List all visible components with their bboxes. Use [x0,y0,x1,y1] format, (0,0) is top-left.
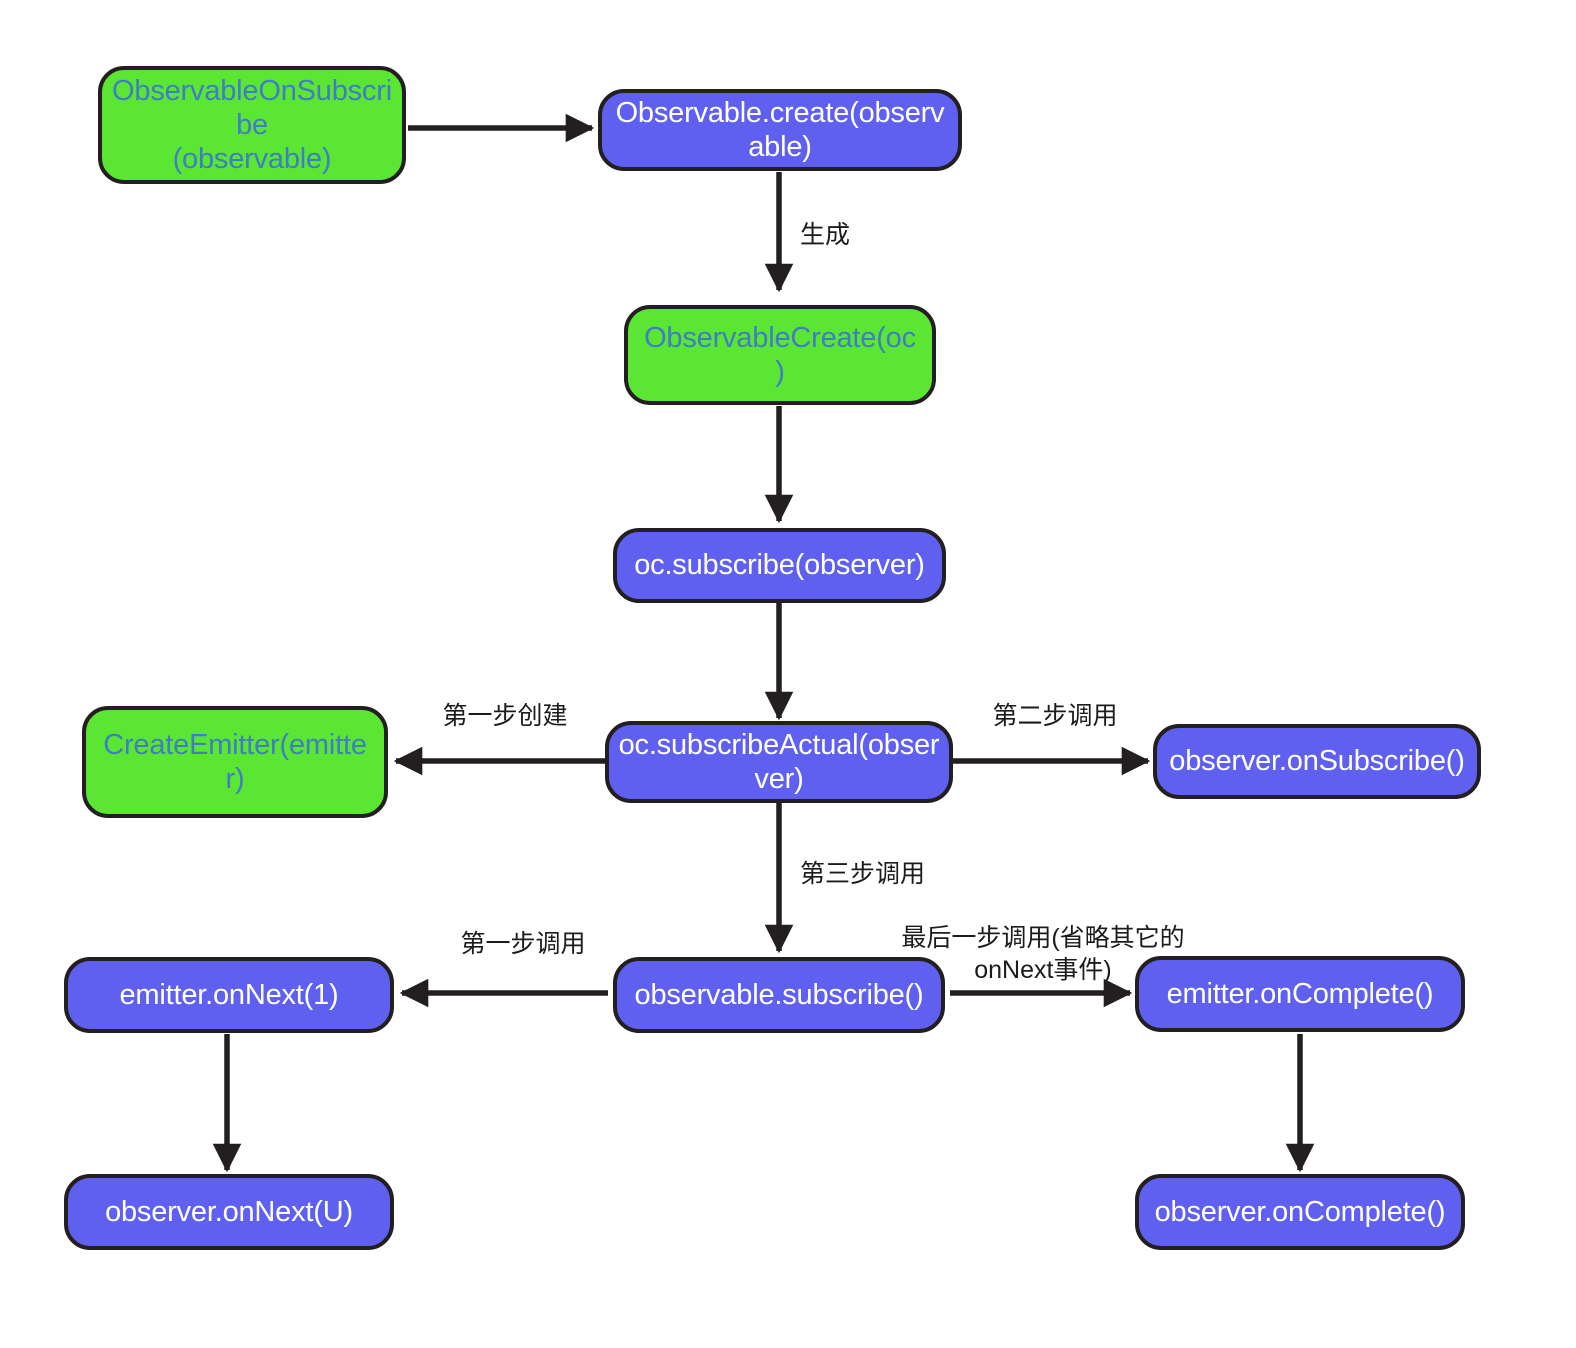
edge-label-sheng-cheng: 生成 [800,221,851,249]
edge-label-step-one-call: 第一步调用 [460,930,586,958]
node-emitter-on-complete[interactable]: emitter.onComplete() [1135,956,1465,1032]
node-observable-on-subscribe[interactable]: ObservableOnSubscri be (observable) [98,66,406,184]
node-observer-on-next-u[interactable]: observer.onNext(U) [64,1174,394,1250]
node-oc-subscribe[interactable]: oc.subscribe(observer) [613,528,946,603]
edge-label-step-one-create: 第一步创建 [442,702,568,730]
node-observable-create-call[interactable]: Observable.create(observ able) [598,89,962,171]
node-emitter-on-next-1[interactable]: emitter.onNext(1) [64,957,394,1033]
edge-label-step-three-call: 第三步调用 [800,860,926,888]
node-observable-create-class[interactable]: ObservableCreate(oc ) [624,305,936,405]
node-observable-subscribe[interactable]: observable.subscribe() [613,957,945,1033]
node-create-emitter[interactable]: CreateEmitter(emitte r) [82,706,388,818]
node-observer-on-complete[interactable]: observer.onComplete() [1135,1174,1465,1250]
node-observer-on-subscribe[interactable]: observer.onSubscribe() [1153,724,1481,799]
edge-label-step-two-call: 第二步调用 [992,702,1118,730]
edge-label-last-step-call: 最后一步调用(省略其它的 onNext事件) [901,924,1185,984]
node-oc-subscribe-actual[interactable]: oc.subscribeActual(obser ver) [605,721,953,803]
